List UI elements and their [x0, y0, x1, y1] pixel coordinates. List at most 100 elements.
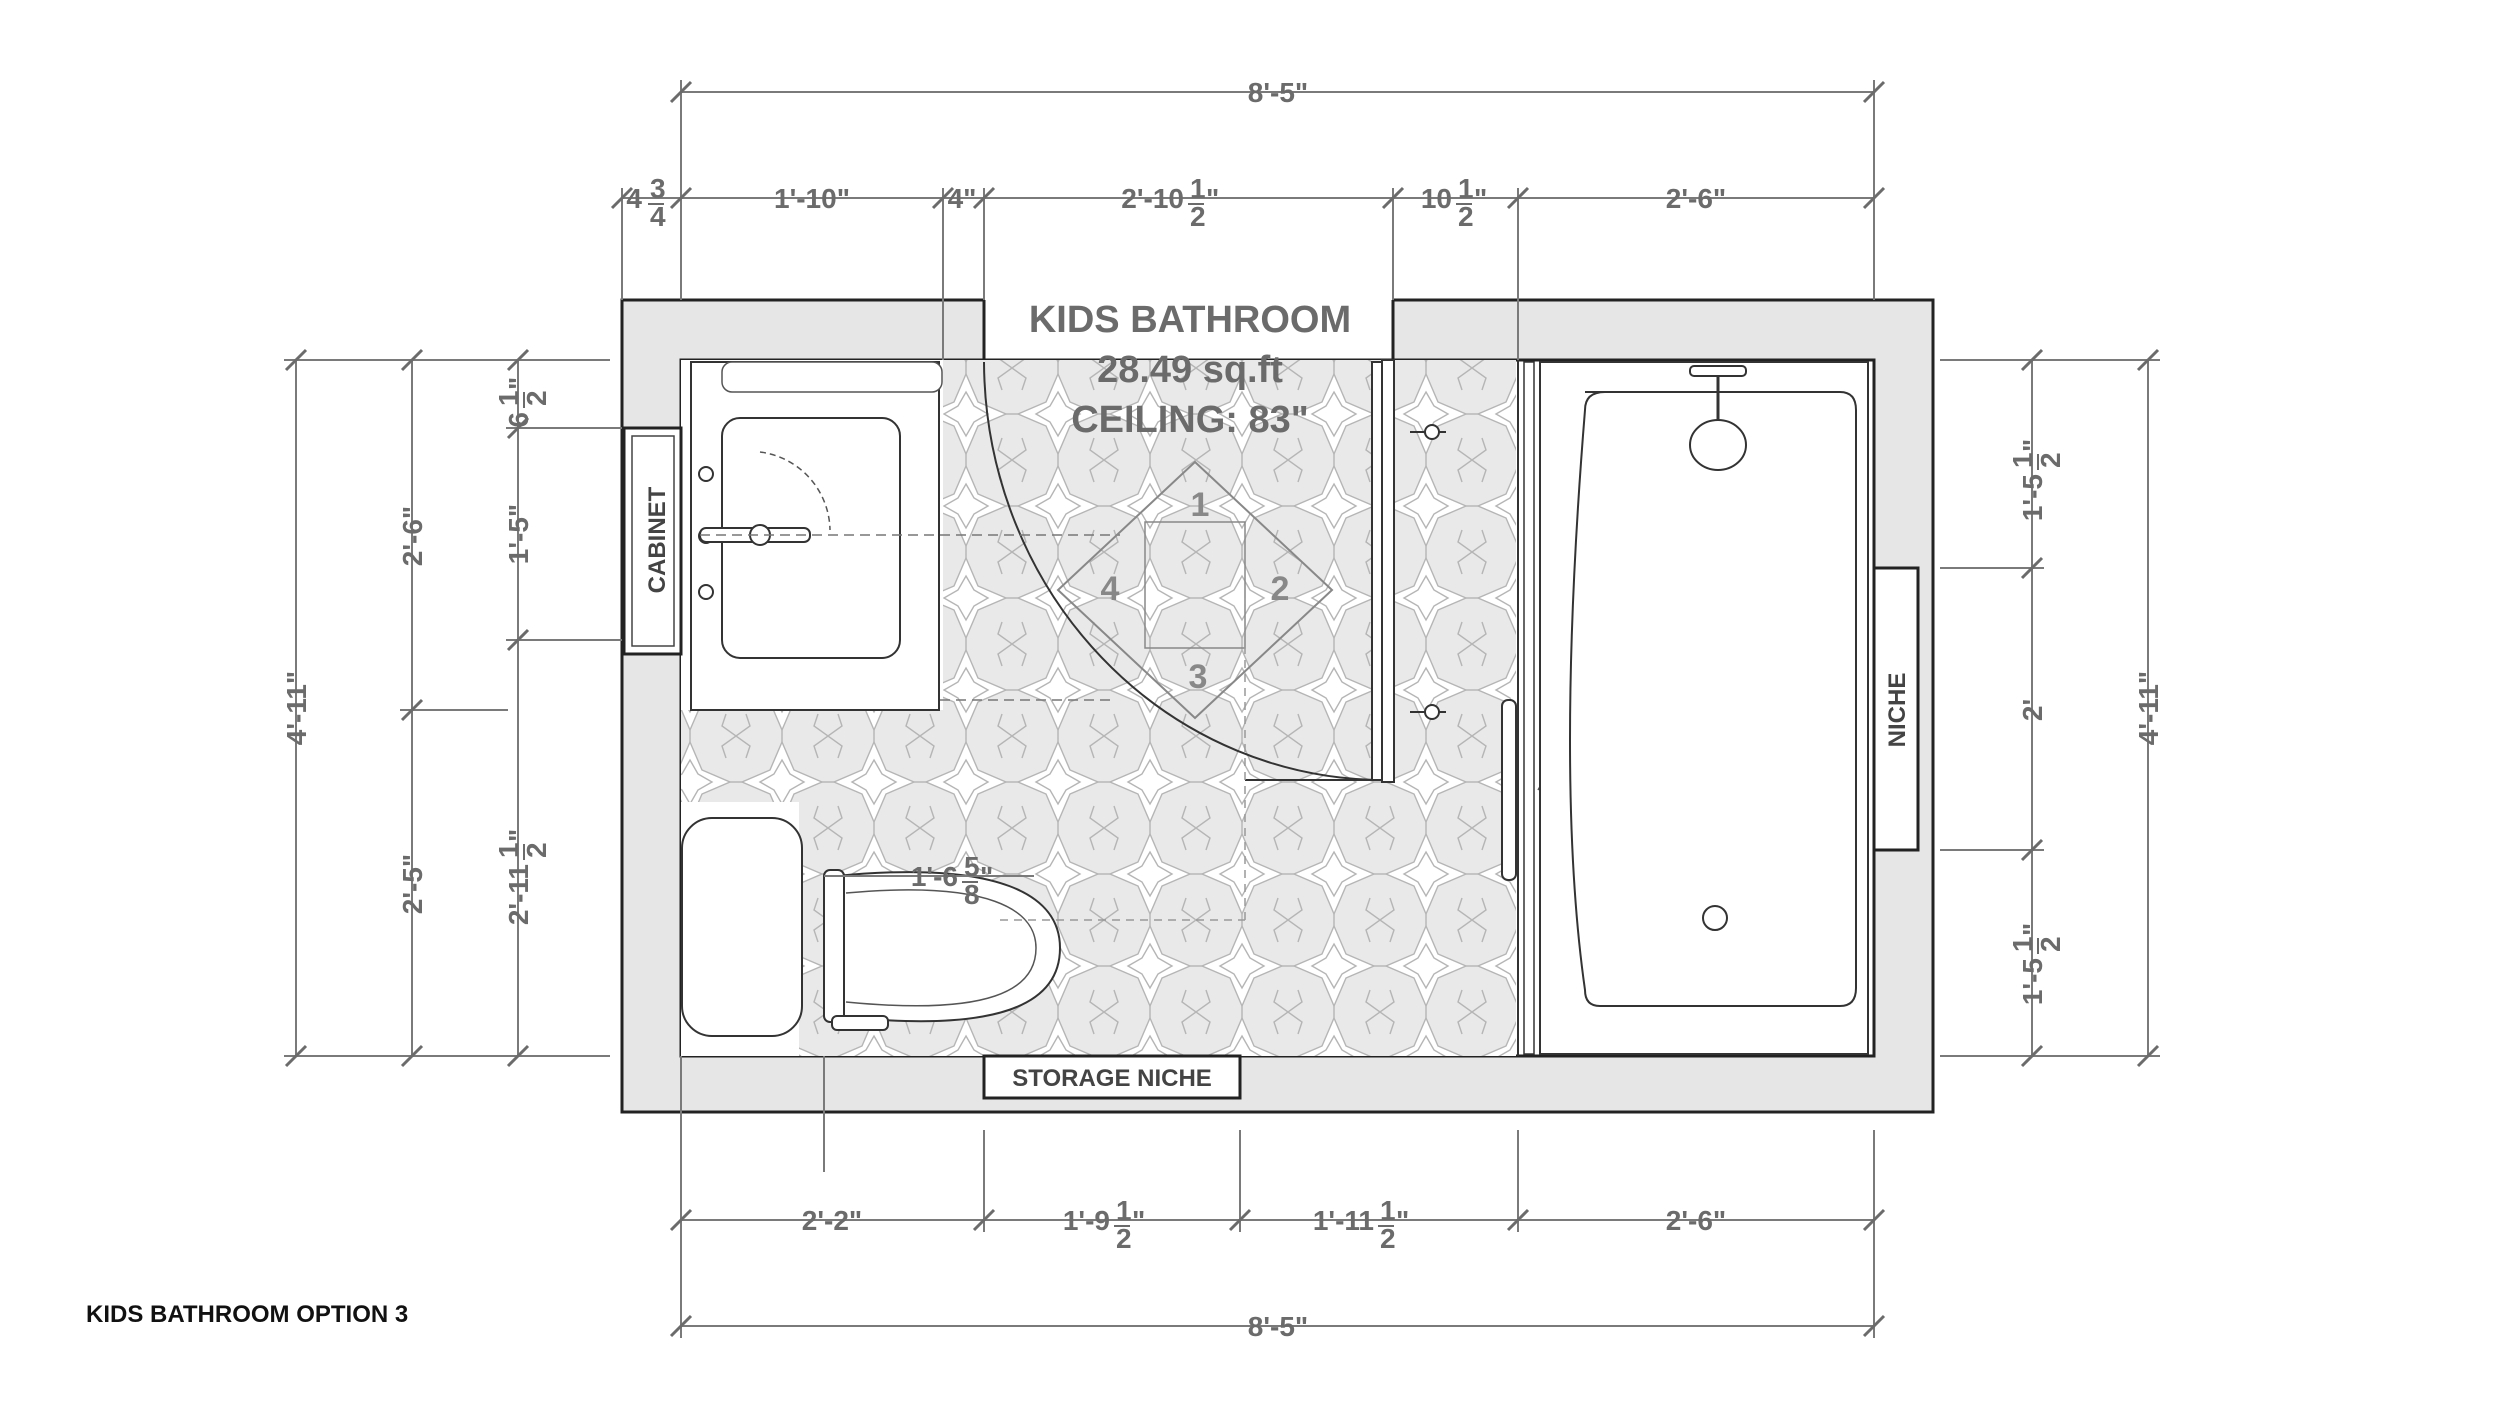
dim-bottom-overall: 8'-5"	[1248, 1311, 1308, 1342]
dim-top-0: 4 3 4	[626, 173, 666, 232]
dimension-tick	[1381, 186, 1405, 210]
zone-3: 3	[1189, 658, 1208, 696]
zone-2: 2	[1271, 570, 1290, 608]
svg-text:1: 1	[2007, 936, 2038, 952]
tub-basin	[1569, 391, 1857, 1007]
dimension-tick	[400, 348, 424, 372]
vanity	[690, 361, 1120, 711]
dimension-tick	[2136, 1044, 2160, 1068]
svg-text:1'-9: 1'-9	[1063, 1205, 1110, 1236]
zone-diagram: 1 2 3 4	[1000, 460, 1334, 921]
dim-top-1: 1'-10"	[774, 183, 850, 214]
dim-left-inner-1: 1'-5"	[503, 504, 534, 564]
dim-left-outer-0: 2'-6"	[397, 506, 428, 566]
svg-text:": "	[2017, 923, 2048, 936]
dim-bottom-0: 2'-2"	[802, 1205, 862, 1236]
dimension-tick	[669, 1208, 693, 1232]
showerhead-icon	[1689, 419, 1747, 471]
svg-text:1'-5: 1'-5	[2017, 958, 2048, 1005]
grab-bar	[1501, 699, 1517, 881]
svg-text:2: 2	[521, 842, 552, 858]
dimension-texts: 8'-5" 4 3 4 1'-10" 4" 2'-10 1 2 " 10 1 2…	[281, 77, 2164, 1342]
drain-icon	[1702, 905, 1728, 931]
dim-bottom-1: 1'-9 1 2 "	[1063, 1195, 1145, 1254]
svg-text:5: 5	[964, 851, 980, 882]
svg-text:4: 4	[650, 201, 666, 232]
svg-text:6: 6	[503, 412, 534, 428]
svg-text:2'-11: 2'-11	[503, 864, 534, 925]
dimension-tick	[931, 186, 955, 210]
toilet	[681, 817, 1062, 1037]
svg-text:3: 3	[650, 173, 666, 204]
svg-text:1'-5: 1'-5	[2017, 474, 2048, 521]
dim-top-3: 2'-10 1 2 "	[1121, 173, 1219, 232]
svg-text:2: 2	[1458, 201, 1474, 232]
storage-niche-label: STORAGE NICHE	[1012, 1065, 1212, 1092]
svg-text:1'-6: 1'-6	[911, 861, 958, 892]
dimension-tick	[506, 628, 530, 652]
svg-text:10: 10	[1421, 183, 1452, 214]
drawing-caption: KIDS BATHROOM OPTION 3	[86, 1301, 408, 1328]
dimension-tick	[506, 348, 530, 372]
svg-text:2: 2	[1190, 201, 1206, 232]
dim-right-overall: 4'-11"	[2133, 671, 2164, 745]
dim-right-inner-0: 1'-5 1 2 "	[2007, 439, 2066, 521]
dimension-tick	[284, 348, 308, 372]
svg-text:": "	[1132, 1205, 1145, 1236]
dim-right-inner-2: 1'-5 1 2 "	[2007, 923, 2066, 1005]
dim-right-inner-1: 2'	[2017, 699, 2048, 721]
dimension-tick	[400, 698, 424, 722]
room-label: KIDS BATHROOM 28.49 sq.ft CEILING: 83"	[1029, 299, 1351, 441]
svg-text:2: 2	[2035, 452, 2066, 468]
svg-text:": "	[1474, 183, 1487, 214]
dimension-tick	[1506, 186, 1530, 210]
dimension-tick	[2020, 556, 2044, 580]
dim-toilet-clear: 1'-6 5 8 "	[911, 851, 993, 910]
dimension-tick	[972, 186, 996, 210]
svg-text:2: 2	[1380, 1223, 1396, 1254]
cabinet-label: CABINET	[644, 486, 671, 593]
storage-niche: STORAGE NICHE	[982, 1054, 1242, 1100]
dimension-tick	[669, 1314, 693, 1338]
svg-text:": "	[1396, 1205, 1409, 1236]
dim-left-overall: 4'-11"	[281, 671, 312, 745]
dimension-lines	[284, 80, 2160, 1338]
svg-text:2: 2	[1116, 1223, 1132, 1254]
svg-text:1: 1	[1380, 1195, 1396, 1226]
svg-text:1: 1	[493, 390, 524, 406]
dimension-tick	[506, 1044, 530, 1068]
svg-text:": "	[2017, 439, 2048, 452]
dimension-tick	[1862, 80, 1886, 104]
dimension-tick	[610, 186, 634, 210]
dim-top-5: 2'-6"	[1666, 183, 1726, 214]
dim-top-2: 4"	[948, 183, 977, 214]
dimension-tick	[400, 1044, 424, 1068]
svg-text:": "	[503, 829, 534, 842]
dim-left-inner-2: 2'-11 1 2 "	[493, 829, 552, 925]
door-gap	[984, 292, 1393, 360]
bathtub	[1501, 360, 1869, 1056]
svg-text:4: 4	[626, 183, 642, 214]
zone-1: 1	[1191, 486, 1210, 524]
dimension-tick	[2020, 348, 2044, 372]
dimension-tick	[1506, 1208, 1530, 1232]
svg-text:1'-11: 1'-11	[1313, 1205, 1374, 1236]
toilet-bowl	[835, 871, 1062, 1023]
dimension-tick	[1862, 1314, 1886, 1338]
dimension-tick	[1228, 1208, 1252, 1232]
dimension-tick	[506, 416, 530, 440]
svg-text:2: 2	[2035, 936, 2066, 952]
dim-top-4: 10 1 2 "	[1421, 173, 1487, 232]
svg-text:8: 8	[964, 879, 980, 910]
dim-left-outer-1: 2'-5"	[397, 854, 428, 914]
svg-text:1: 1	[493, 842, 524, 858]
dimension-tick	[2136, 348, 2160, 372]
room-area: 28.49 sq.ft	[1097, 349, 1283, 391]
dimension-tick	[669, 80, 693, 104]
room-name: KIDS BATHROOM	[1029, 299, 1351, 341]
dimension-ticks	[284, 80, 2160, 1338]
dimension-tick	[669, 186, 693, 210]
svg-text:2'-10: 2'-10	[1121, 183, 1184, 214]
niche-label: NICHE	[1884, 673, 1911, 748]
dimension-tick	[972, 1208, 996, 1232]
